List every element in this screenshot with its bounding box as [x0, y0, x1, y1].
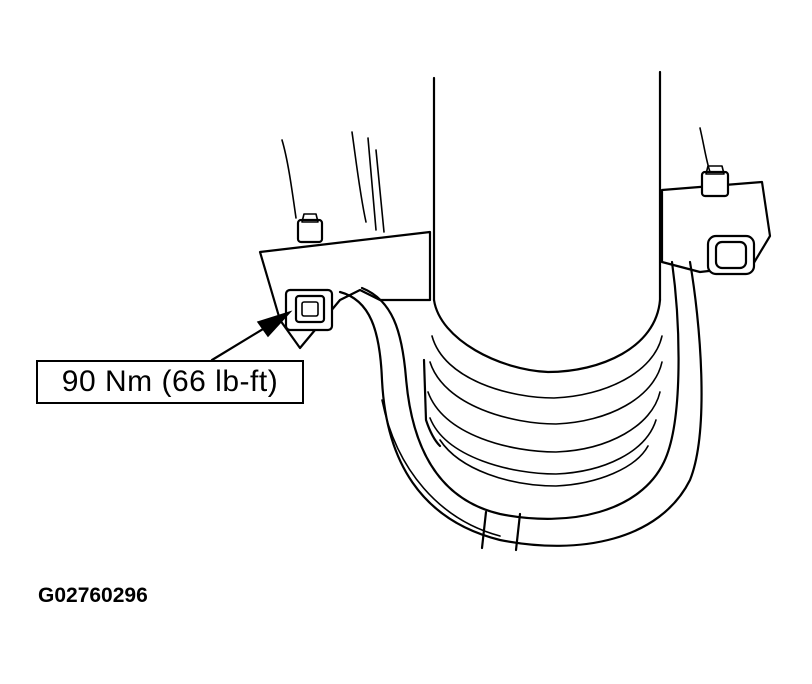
- bolt-left-front: [284, 288, 334, 332]
- bushing-rings: [422, 298, 663, 487]
- vertical-tube: [432, 70, 662, 302]
- torque-callout-box: 90 Nm (66 lb-ft): [36, 360, 304, 404]
- bolt-right-top: [700, 165, 730, 198]
- bolt-right-front: [706, 234, 756, 276]
- bolt-left-top: [296, 213, 324, 244]
- torque-callout-text: 90 Nm (66 lb-ft): [61, 365, 279, 398]
- callout-arrow: [210, 310, 293, 362]
- reference-code: G02760296: [38, 584, 148, 607]
- background-structure: [281, 127, 711, 233]
